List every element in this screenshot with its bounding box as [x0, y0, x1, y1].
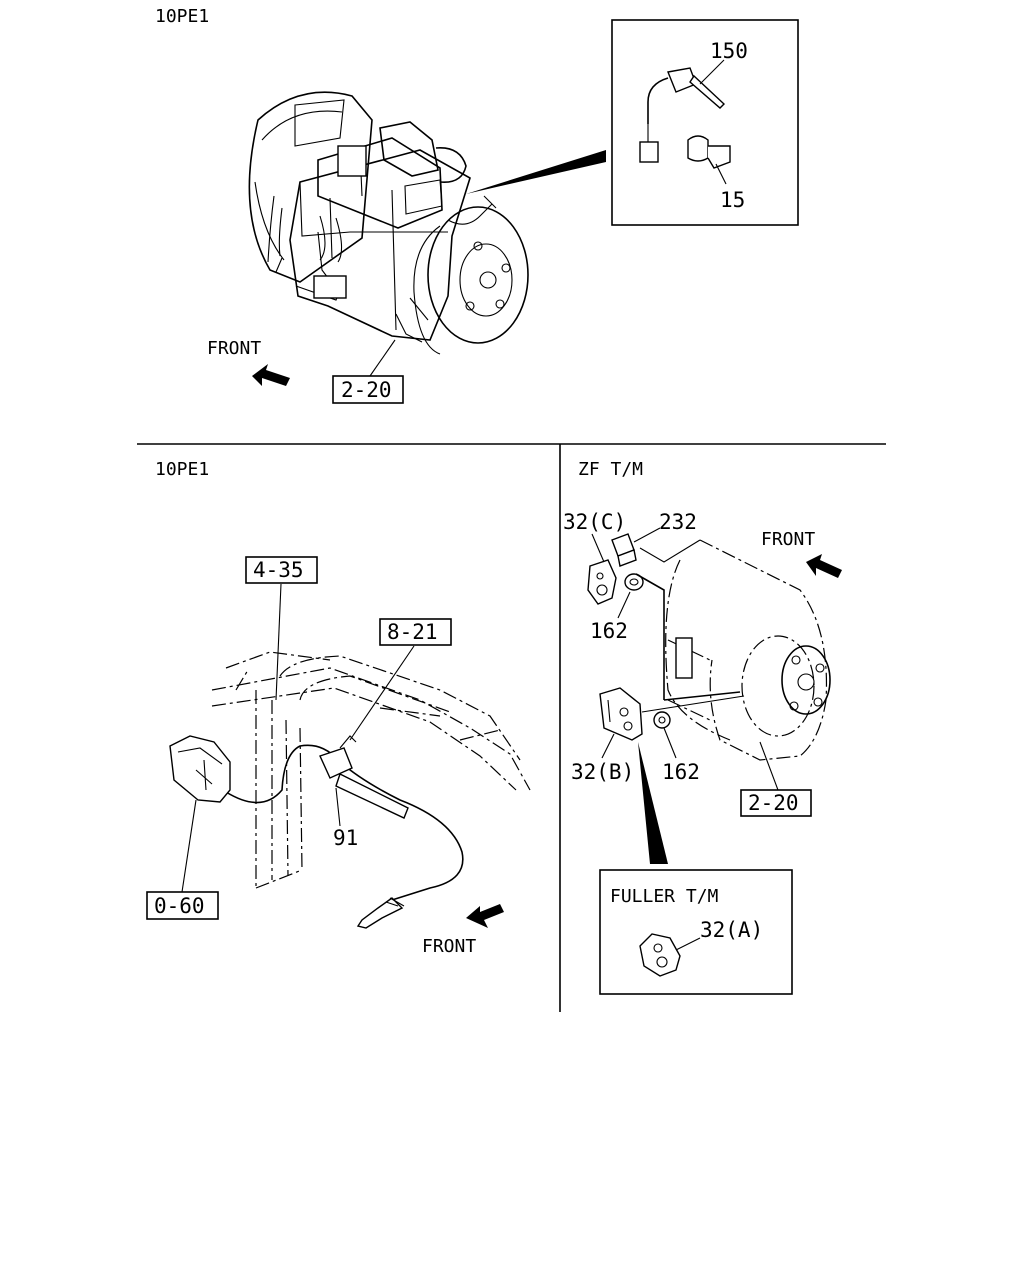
sensor-housing-illustration	[169, 735, 231, 803]
ref-0-60-label: 0-60	[154, 894, 205, 918]
callout-162-upper: 162	[590, 619, 628, 643]
callout-32b: 32(B)	[571, 760, 634, 784]
fuller-leader-wedge	[638, 742, 668, 864]
bottom-right-ref-box	[740, 789, 812, 817]
callout-32a: 32(A)	[700, 918, 763, 942]
top-ref-box-label: 2-20	[341, 378, 392, 402]
bottom-left-front-label: FRONT	[422, 936, 476, 957]
fuller-inset-title: FULLER T/M	[610, 886, 719, 907]
callout-91: 91	[333, 826, 358, 850]
zf-transmission-illustration	[665, 539, 828, 761]
detail-leader-wedge	[466, 150, 606, 194]
ref-8-21-label: 8-21	[387, 620, 438, 644]
sensor-32b	[599, 687, 643, 741]
bottom-right-panel: ZF T/M 32(C) 232 162 32(B) 162 FRONT	[563, 459, 842, 995]
speed-sensor-part	[639, 67, 726, 163]
speedometer-cable-illustration	[225, 735, 464, 929]
callout-15: 15	[720, 188, 745, 212]
zf-output-flange	[781, 645, 831, 715]
sensor-32a	[639, 933, 681, 977]
stud-232	[611, 533, 637, 567]
ref-4-35-label: 4-35	[253, 558, 304, 582]
bottom-left-panel: 10PE1 4-35 8-21 91	[146, 459, 531, 957]
washer-162-upper	[624, 573, 644, 591]
top-ref-box	[332, 375, 404, 404]
clip-part	[687, 135, 731, 169]
top-front-label: FRONT	[207, 338, 261, 359]
sensor-detail-box: 150 15	[611, 19, 799, 226]
bottom-left-front-arrow-icon	[466, 904, 504, 928]
callout-232: 232	[659, 510, 697, 534]
top-panel: 10PE1	[155, 6, 799, 404]
bottom-left-header: 10PE1	[155, 459, 209, 480]
ref-box-8-21	[379, 618, 452, 646]
bottom-right-front-label: FRONT	[761, 529, 815, 550]
callout-150: 150	[710, 39, 748, 63]
transmission-assembly-illustration	[248, 91, 529, 355]
ref-box-0-60	[146, 891, 219, 920]
callout-162-lower: 162	[662, 760, 700, 784]
callout-32c: 32(C)	[563, 510, 626, 534]
chassis-frame-illustration	[211, 651, 531, 889]
sensor-32c	[587, 559, 617, 605]
ref-box-4-35	[245, 556, 318, 584]
top-front-arrow-icon	[252, 364, 290, 386]
bottom-right-ref-box-label: 2-20	[748, 791, 799, 815]
washer-162-lower	[653, 711, 671, 729]
bottom-right-front-arrow-icon	[806, 554, 842, 578]
top-panel-header: 10PE1	[155, 6, 209, 27]
fuller-inset-box: FULLER T/M 32(A)	[599, 869, 793, 995]
bottom-right-header: ZF T/M	[578, 459, 643, 480]
